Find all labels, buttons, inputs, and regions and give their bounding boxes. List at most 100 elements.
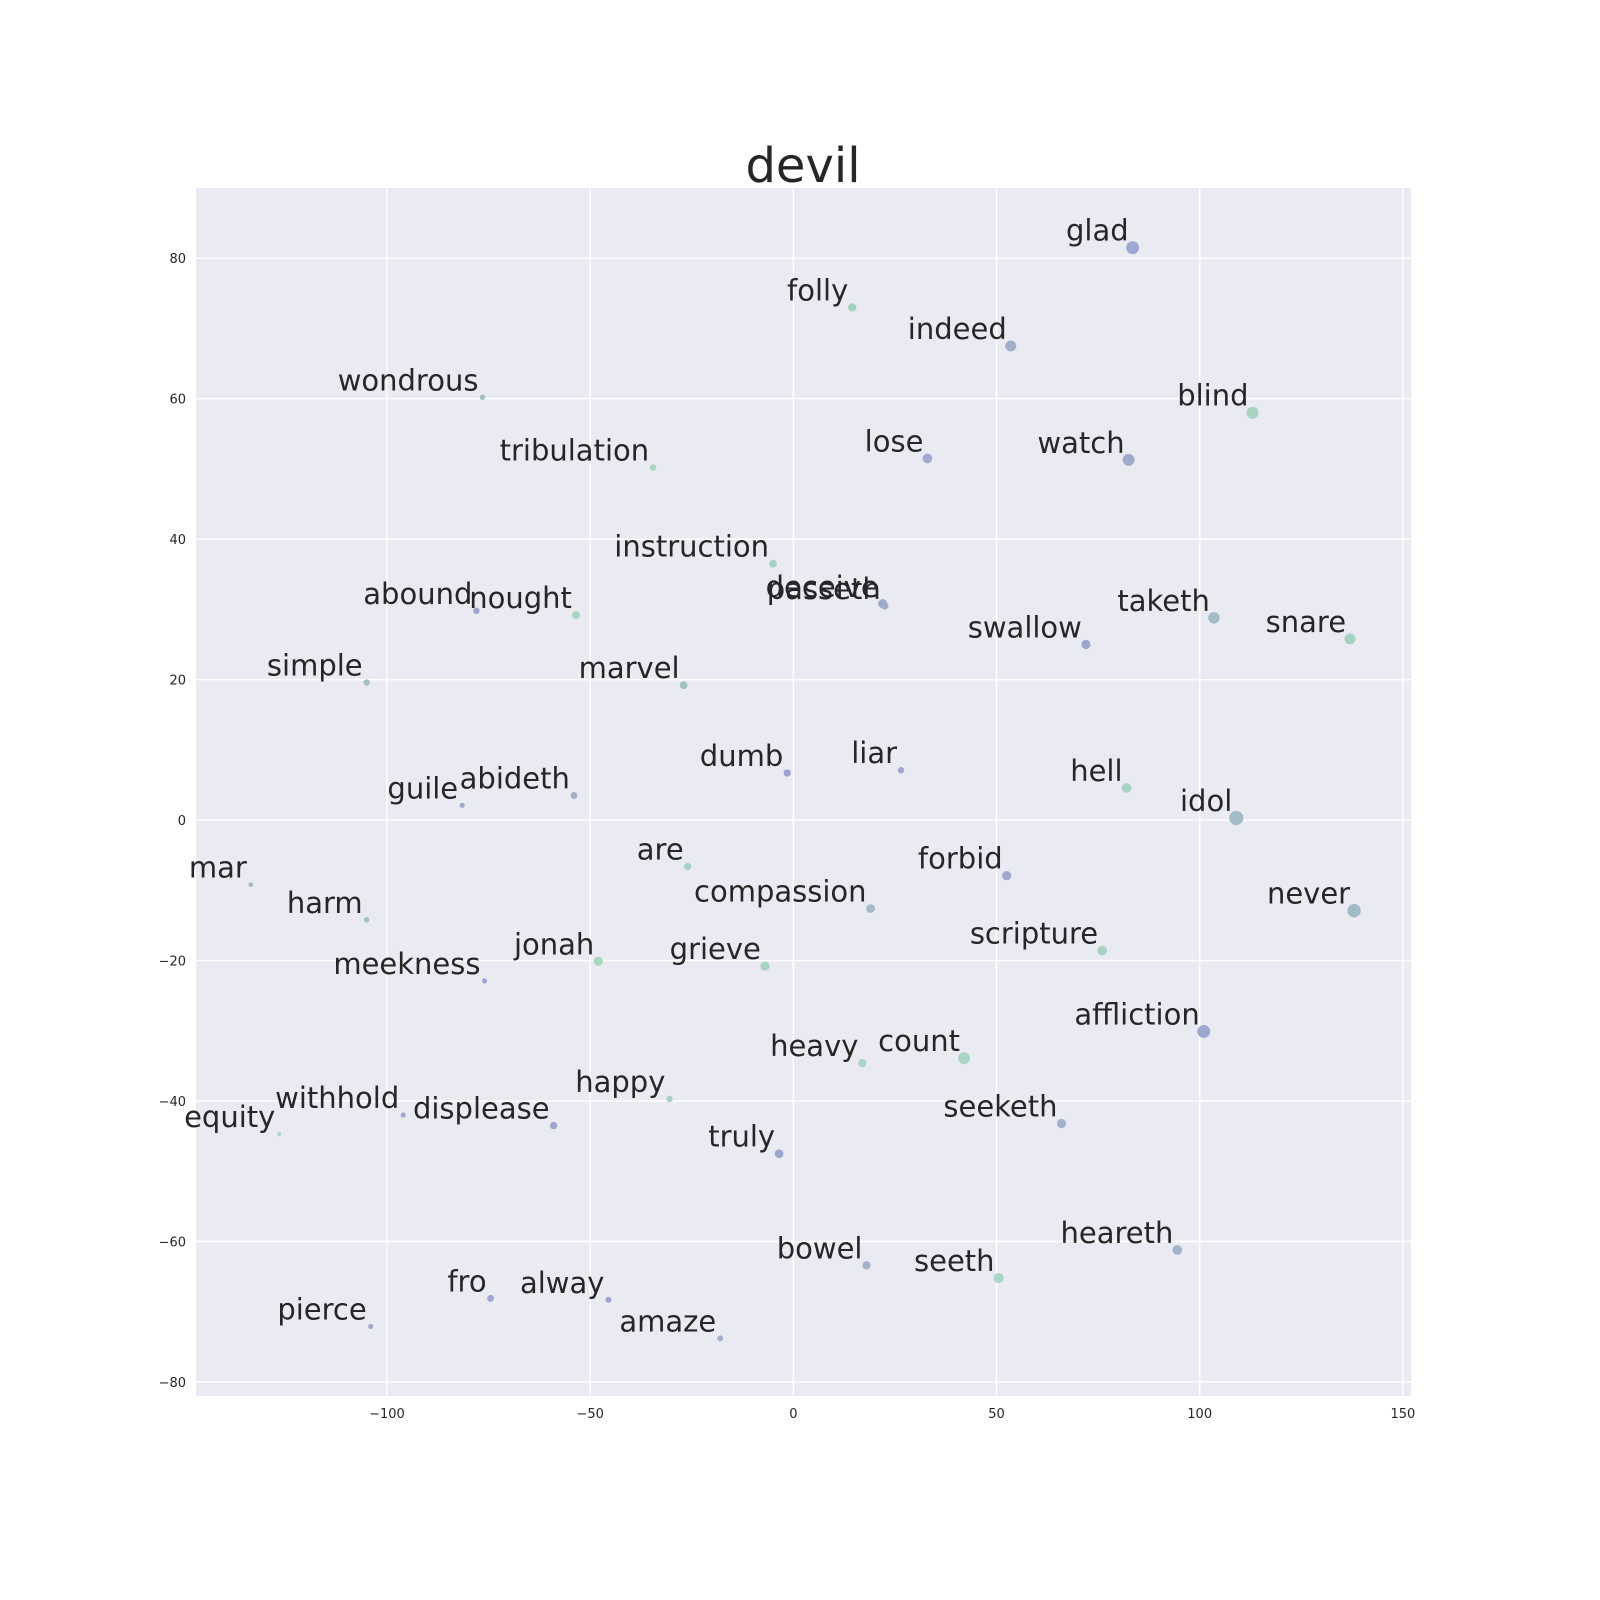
point-label: equity — [184, 1100, 275, 1134]
data-point — [1344, 633, 1356, 645]
point-label: seeth — [914, 1244, 995, 1278]
point-label: guile — [387, 771, 458, 805]
data-point — [760, 961, 770, 971]
x-tick-label: 150 — [1390, 1407, 1415, 1422]
point-label: never — [1267, 877, 1350, 911]
x-tick-label: 100 — [1187, 1407, 1212, 1422]
point-label: fro — [447, 1264, 486, 1298]
point-label: heavy — [770, 1029, 858, 1063]
data-point — [572, 611, 580, 619]
point-label: abound — [363, 577, 472, 611]
data-point — [549, 1121, 558, 1130]
point-label: simple — [267, 648, 363, 682]
data-point — [666, 1095, 673, 1103]
point-label: count — [878, 1024, 960, 1058]
data-point — [679, 681, 688, 690]
point-label: seeketh — [943, 1089, 1057, 1123]
y-tick-label: 0 — [178, 814, 186, 829]
data-point — [479, 394, 486, 401]
point-label: meekness — [333, 947, 480, 981]
data-point — [1081, 639, 1091, 650]
x-tick-label: −100 — [369, 1407, 405, 1422]
point-label: forbid — [918, 842, 1003, 876]
data-point — [1208, 612, 1220, 624]
point-label: watch — [1037, 426, 1124, 460]
point-label: scripture — [970, 917, 1098, 951]
x-tick-label: 50 — [988, 1407, 1005, 1422]
data-point — [922, 453, 933, 464]
data-point — [866, 904, 875, 913]
point-label: snare — [1266, 605, 1346, 639]
data-point — [487, 1294, 495, 1302]
data-point — [774, 1149, 784, 1159]
data-point — [368, 1323, 374, 1329]
point-label: indeed — [908, 312, 1007, 346]
point-label: mar — [189, 851, 247, 885]
point-label: happy — [575, 1065, 665, 1099]
point-label: marvel — [579, 651, 680, 685]
point-label: affliction — [1074, 997, 1199, 1031]
point-label: alway — [520, 1266, 604, 1300]
data-point — [858, 1058, 867, 1068]
y-tick-label: −20 — [159, 955, 186, 970]
data-point — [649, 464, 657, 471]
plot-area — [196, 188, 1411, 1396]
y-tick-label: −40 — [159, 1095, 186, 1110]
point-label: lose — [865, 424, 924, 458]
point-label: truly — [708, 1120, 775, 1154]
data-point — [1172, 1245, 1183, 1255]
point-label: heareth — [1060, 1216, 1173, 1250]
data-point — [717, 1335, 724, 1342]
data-point — [363, 679, 370, 686]
y-tick-label: 20 — [169, 674, 186, 689]
point-label: taketh — [1117, 584, 1210, 618]
point-label: idol — [1180, 784, 1232, 818]
point-label: wondrous — [338, 363, 479, 397]
data-point — [363, 917, 370, 923]
point-label: withhold — [275, 1081, 399, 1115]
point-label: jonah — [513, 927, 594, 961]
data-point — [1121, 782, 1132, 793]
data-point — [459, 802, 465, 808]
data-point — [881, 602, 889, 610]
point-label: are — [637, 832, 684, 866]
data-point — [400, 1112, 406, 1118]
data-point — [1097, 945, 1108, 956]
data-points — [248, 241, 1361, 1342]
point-label: harm — [287, 886, 363, 920]
point-label: glad — [1066, 214, 1129, 248]
data-point — [1347, 904, 1361, 918]
data-point — [993, 1272, 1004, 1284]
grid — [196, 188, 1411, 1396]
y-tick-label: 40 — [169, 533, 186, 548]
data-point — [1056, 1118, 1067, 1129]
data-point — [605, 1296, 612, 1303]
data-point — [684, 862, 692, 871]
point-label: compassion — [694, 875, 867, 909]
data-point — [1197, 1025, 1211, 1038]
data-point — [1246, 406, 1259, 419]
point-label: nought — [469, 581, 572, 615]
data-point — [897, 767, 905, 774]
point-label: grieve — [670, 932, 761, 966]
data-point — [1229, 810, 1244, 826]
point-label: bowel — [777, 1231, 863, 1265]
data-point — [1002, 870, 1012, 881]
point-label: hell — [1070, 754, 1122, 788]
y-tick-label: −60 — [159, 1235, 186, 1250]
data-point — [783, 769, 791, 777]
point-label: passeth — [767, 572, 881, 606]
point-label: blind — [1177, 379, 1248, 413]
data-point — [958, 1052, 970, 1065]
data-point — [277, 1131, 282, 1137]
x-tick-label: 0 — [789, 1407, 797, 1422]
data-point — [570, 792, 578, 799]
data-point — [769, 559, 777, 568]
data-point — [862, 1261, 871, 1270]
data-point — [848, 303, 857, 312]
x-tick-label: −50 — [576, 1407, 603, 1422]
point-label: amaze — [619, 1304, 716, 1338]
